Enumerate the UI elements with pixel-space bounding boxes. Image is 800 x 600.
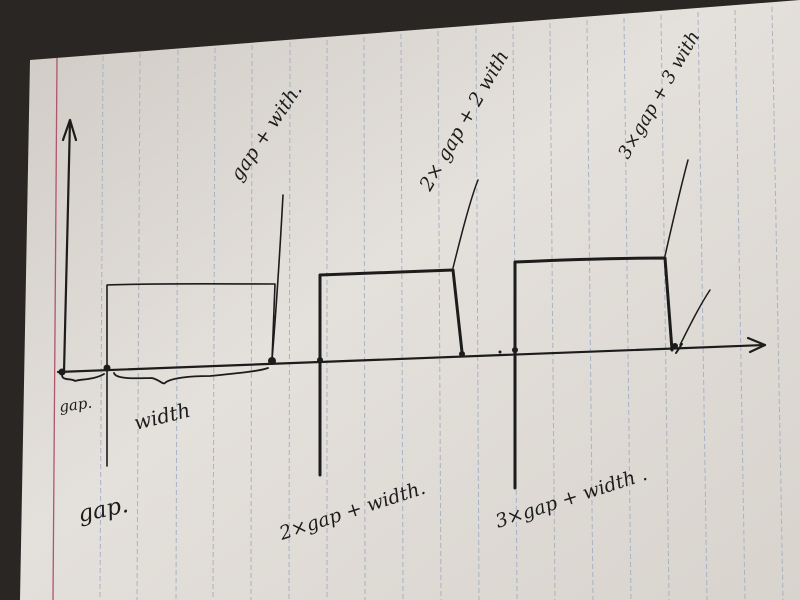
leader-2gap-2width — [452, 179, 479, 269]
y-axis — [62, 118, 72, 374]
leader-3gap-3width — [664, 159, 689, 257]
dot-bar3-start — [512, 347, 518, 353]
label-gap-small: gap. — [58, 394, 93, 416]
dot-bar3-end — [672, 343, 678, 349]
ruled-lines — [99, 6, 784, 600]
gap-brace — [61, 373, 105, 382]
origin-dot — [58, 368, 66, 376]
width-brace — [113, 367, 269, 385]
y-axis-arrow — [61, 118, 78, 142]
bar-1 — [106, 282, 276, 467]
gap-width-dot — [268, 357, 276, 365]
margin-line — [52, 57, 58, 600]
tick-gap-with — [271, 194, 284, 361]
bar-2 — [318, 268, 464, 477]
bar-3 — [513, 256, 674, 490]
gap-dot — [103, 364, 111, 372]
x-axis — [56, 343, 767, 374]
notebook-page — [20, 0, 800, 600]
x-axis-arrow — [746, 336, 767, 354]
dot-bar2-end — [459, 351, 465, 357]
ink-drawing — [56, 118, 767, 490]
endpoint-mark — [675, 343, 683, 354]
dot-bar2-start — [317, 357, 323, 363]
leader-3width-end — [679, 289, 711, 346]
stray-dot — [498, 350, 502, 354]
axis-points — [58, 343, 678, 376]
